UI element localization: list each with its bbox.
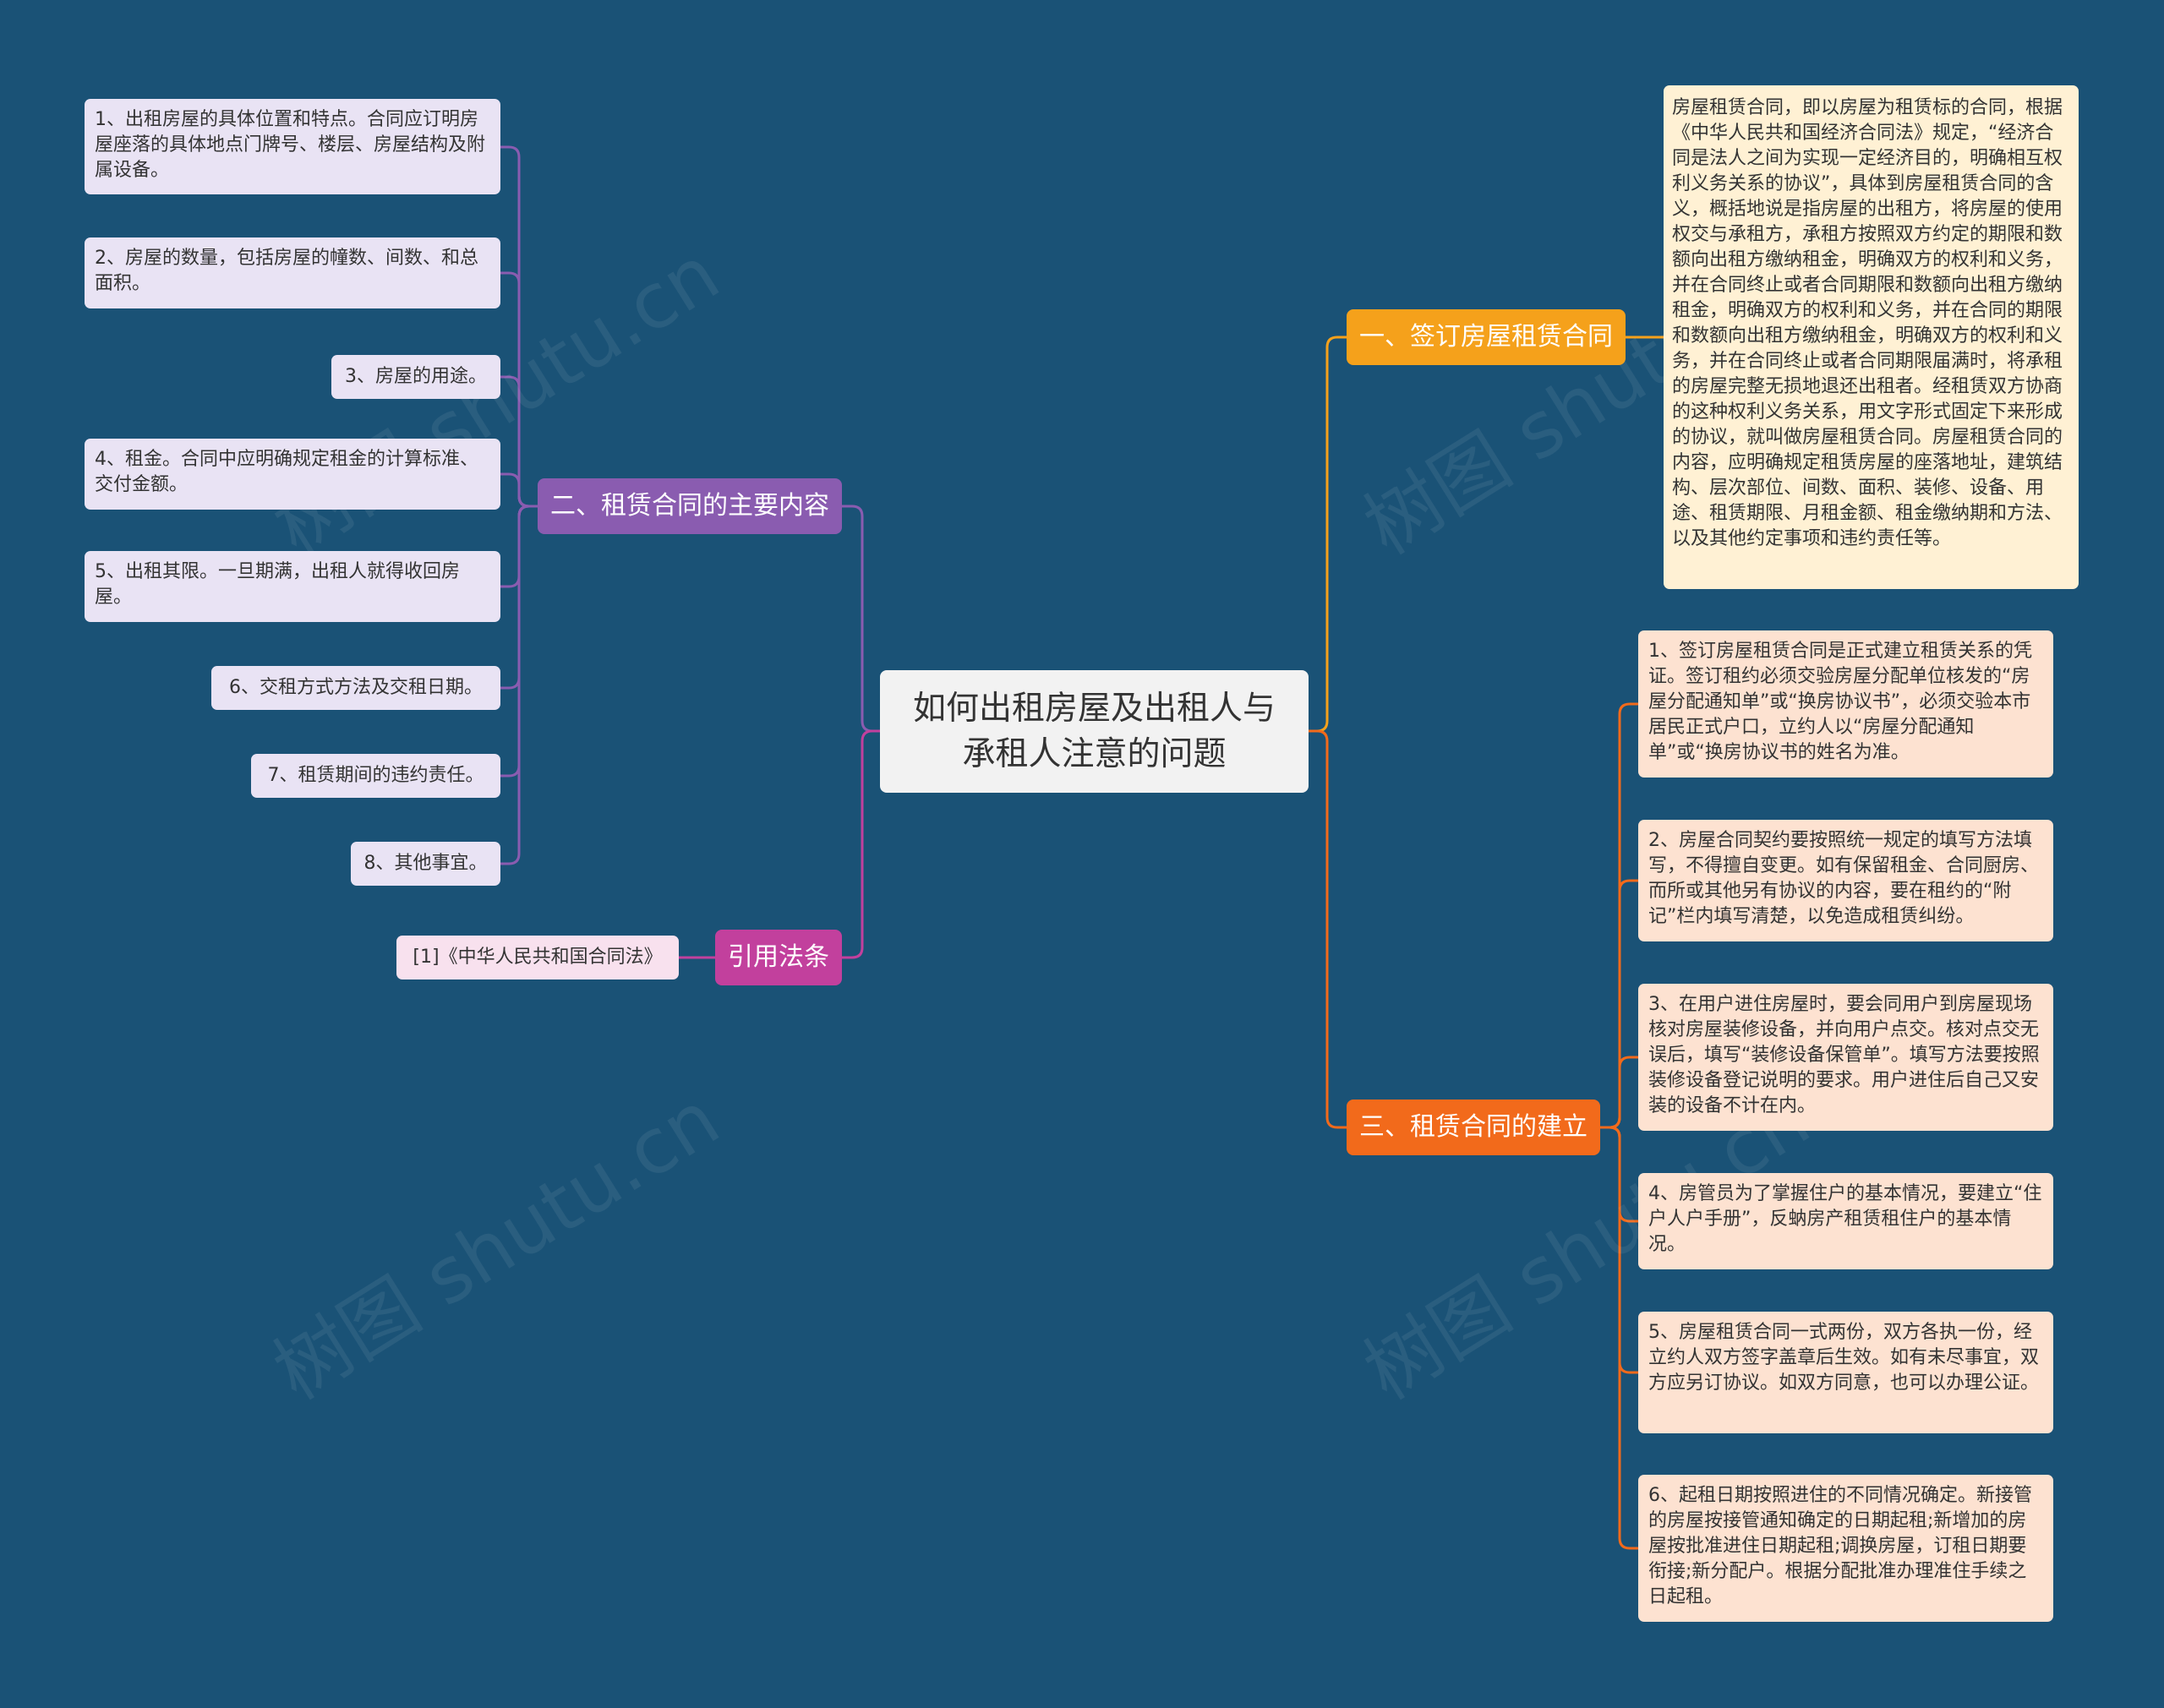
branch-label: 一、签订房屋租赁合同 xyxy=(1359,322,1613,352)
citation-item[interactable]: [1]《中华人民共和国合同法》 xyxy=(396,936,679,980)
main-content-item[interactable]: 2、房屋的数量，包括房屋的幢数、间数、和总面积。 xyxy=(85,237,500,308)
root-link xyxy=(1309,336,1347,733)
main-content-item[interactable]: 3、房屋的用途。 xyxy=(331,355,500,399)
branch-link xyxy=(500,472,538,508)
main-content-item[interactable]: 4、租金。合同中应明确规定租金的计算标准、交付金额。 xyxy=(85,439,500,510)
main-content-item[interactable]: 7、租赁期间的违约责任。 xyxy=(251,754,500,798)
branch-label: 引用法条 xyxy=(728,942,829,972)
sign-contract-text[interactable]: 房屋租赁合同，即以房屋为租赁标的合同，根据《中华人民共和国经济合同法》规定，“经… xyxy=(1664,85,2079,589)
establish-item[interactable]: 5、房屋租赁合同一式两份，双方各执一份，经立约人双方签字盖章后生效。如有未尽事宜… xyxy=(1638,1312,2053,1433)
establish-item[interactable]: 2、房屋合同契约要按照统一规定的填写方法填写，不得擅自变更。如有保留租金、合同厨… xyxy=(1638,820,2053,941)
branch-link xyxy=(1600,1126,1638,1550)
branch-label: 三、租赁合同的建立 xyxy=(1359,1112,1587,1142)
main-content-item[interactable]: 6、交租方式方法及交租日期。 xyxy=(211,666,500,710)
branch-sign-contract[interactable]: 一、签订房屋租赁合同 xyxy=(1347,309,1626,365)
establish-item[interactable]: 6、起租日期按照进住的不同情况确定。新接管的房屋按接管通知确定的日期起租;新增加… xyxy=(1638,1475,2053,1622)
branch-citation[interactable]: 引用法条 xyxy=(715,930,842,985)
branch-establish-contract[interactable]: 三、租赁合同的建立 xyxy=(1347,1100,1600,1155)
branch-link xyxy=(1600,1056,1638,1129)
branch-link xyxy=(500,505,538,865)
root-topic-label: 如何出租房屋及出租人与承租人注意的问题 xyxy=(912,689,1276,773)
branch-label: 二、租赁合同的主要内容 xyxy=(550,491,829,521)
main-content-item[interactable]: 8、其他事宜。 xyxy=(351,842,500,886)
establish-item[interactable]: 3、在用户进住房屋时，要会同用户到房屋现场核对房屋装修设备，并向用户点交。核对点… xyxy=(1638,984,2053,1131)
main-content-item[interactable]: 1、出租房屋的具体位置和特点。合同应订明房屋座落的具体地点门牌号、楼层、房屋结构… xyxy=(85,99,500,194)
root-link xyxy=(842,505,880,733)
establish-item[interactable]: 4、房管员为了掌握住户的基本情况，要建立“住户人户手册”，反蚋房产租赁租住户的基… xyxy=(1638,1173,2053,1269)
root-topic[interactable]: 如何出租房屋及出租人与承租人注意的问题 xyxy=(880,670,1309,793)
root-link xyxy=(1309,729,1347,1129)
main-content-item[interactable]: 5、出租其限。一旦期满，出租人就得收回房屋。 xyxy=(85,551,500,622)
branch-main-content[interactable]: 二、租赁合同的主要内容 xyxy=(538,478,842,534)
root-link xyxy=(842,729,880,959)
establish-item[interactable]: 1、签订房屋租赁合同是正式建立租赁关系的凭证。签订租约必须交验房屋分配单位核发的… xyxy=(1638,630,2053,778)
